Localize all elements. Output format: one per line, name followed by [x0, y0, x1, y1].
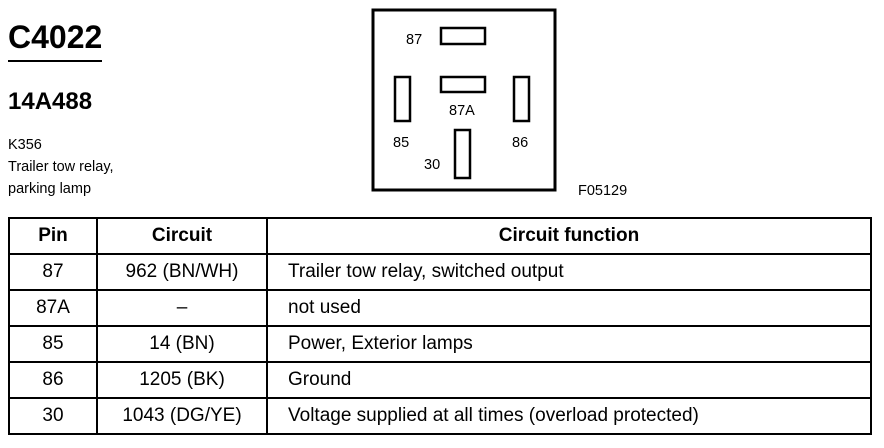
cell-function: Ground [266, 361, 872, 399]
table-row: 30 1043 (DG/YE) Voltage supplied at all … [8, 397, 872, 435]
pin-label-86: 86 [512, 135, 528, 151]
terminal-87a [439, 75, 487, 94]
cell-circuit: 962 (BN/WH) [96, 253, 268, 291]
cell-function: not used [266, 289, 872, 327]
header-circuit-function: Circuit function [266, 217, 872, 255]
pin-label-87: 87 [406, 32, 422, 48]
cell-circuit: 1205 (BK) [96, 361, 268, 399]
cell-pin: 85 [8, 325, 98, 363]
description-line: Trailer tow relay, [8, 159, 114, 175]
header-pin: Pin [8, 217, 98, 255]
terminal-85 [393, 75, 412, 123]
table-row: 85 14 (BN) Power, Exterior lamps [8, 325, 872, 363]
figure-code: F05129 [578, 183, 628, 199]
cell-circuit: – [96, 289, 268, 327]
connector-id: C4022 [8, 18, 103, 62]
cell-circuit: 1043 (DG/YE) [96, 397, 268, 435]
cell-pin: 87A [8, 289, 98, 327]
table-row: 86 1205 (BK) Ground [8, 361, 872, 399]
pin-table: Pin Circuit Circuit function 87 962 (BN/… [8, 217, 872, 435]
cell-pin: 87 [8, 253, 98, 291]
table-row: 87 962 (BN/WH) Trailer tow relay, switch… [8, 253, 872, 291]
description-line: parking lamp [8, 181, 92, 197]
part-number: 14A488 [8, 88, 93, 115]
relay-pinout-diagram: 87 87A 85 86 30 [371, 8, 557, 192]
table-header-row: Pin Circuit Circuit function [8, 217, 872, 255]
cell-function: Voltage supplied at all times (overload … [266, 397, 872, 435]
cell-circuit: 14 (BN) [96, 325, 268, 363]
header-circuit: Circuit [96, 217, 268, 255]
cell-function: Trailer tow relay, switched output [266, 253, 872, 291]
pin-label-87a: 87A [449, 103, 475, 119]
pin-label-85: 85 [393, 135, 409, 151]
terminal-30 [453, 128, 472, 180]
terminal-86 [512, 75, 531, 123]
table-row: 87A – not used [8, 289, 872, 327]
connector-description: K356 Trailer tow relay, parking lamp [8, 134, 114, 200]
cell-function: Power, Exterior lamps [266, 325, 872, 363]
cell-pin: 30 [8, 397, 98, 435]
cell-pin: 86 [8, 361, 98, 399]
pin-label-30: 30 [424, 157, 440, 173]
description-line: K356 [8, 137, 42, 153]
terminal-87 [439, 26, 487, 46]
